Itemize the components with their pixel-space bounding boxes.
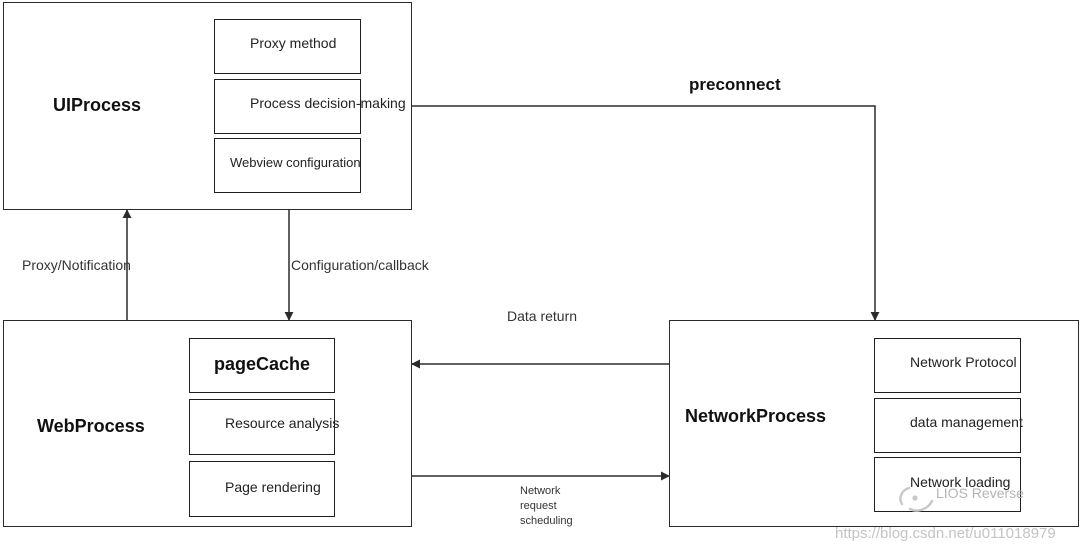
brand-logo-icon — [899, 486, 934, 512]
network-item-data-management: data management — [874, 398, 1023, 453]
network-item-protocol: Network Protocol — [874, 338, 1021, 393]
data-return-label: Data return — [507, 308, 578, 324]
watermark-brand: LIOS Reverse — [936, 485, 1024, 501]
web-item-pagecache: pageCache — [189, 338, 335, 393]
ui-item-proxy-method: Proxy method — [214, 19, 361, 74]
preconnect-arrow — [360, 105, 880, 321]
network-item-loading: Network loading — [874, 457, 1021, 512]
ui-process-title: UIProcess — [53, 95, 142, 115]
web-item-page-rendering: Page rendering — [189, 461, 335, 517]
network-request-scheduling-label: Network request scheduling — [520, 485, 573, 527]
network-process-title: NetworkProcess — [685, 406, 827, 426]
ui-item-process-decision: Process decision-making — [214, 79, 406, 134]
ui-item-webview-config: Webview configuration — [214, 138, 361, 193]
proxy-notification-label: Proxy/Notification — [22, 257, 131, 273]
preconnect-label: preconnect — [689, 75, 781, 94]
watermark-url: https://blog.csdn.net/u011018979 — [835, 525, 1056, 542]
web-process-title: WebProcess — [37, 416, 145, 436]
configuration-callback-label: Configuration/callback — [291, 257, 429, 273]
web-item-resource-analysis: Resource analysis — [189, 399, 339, 455]
